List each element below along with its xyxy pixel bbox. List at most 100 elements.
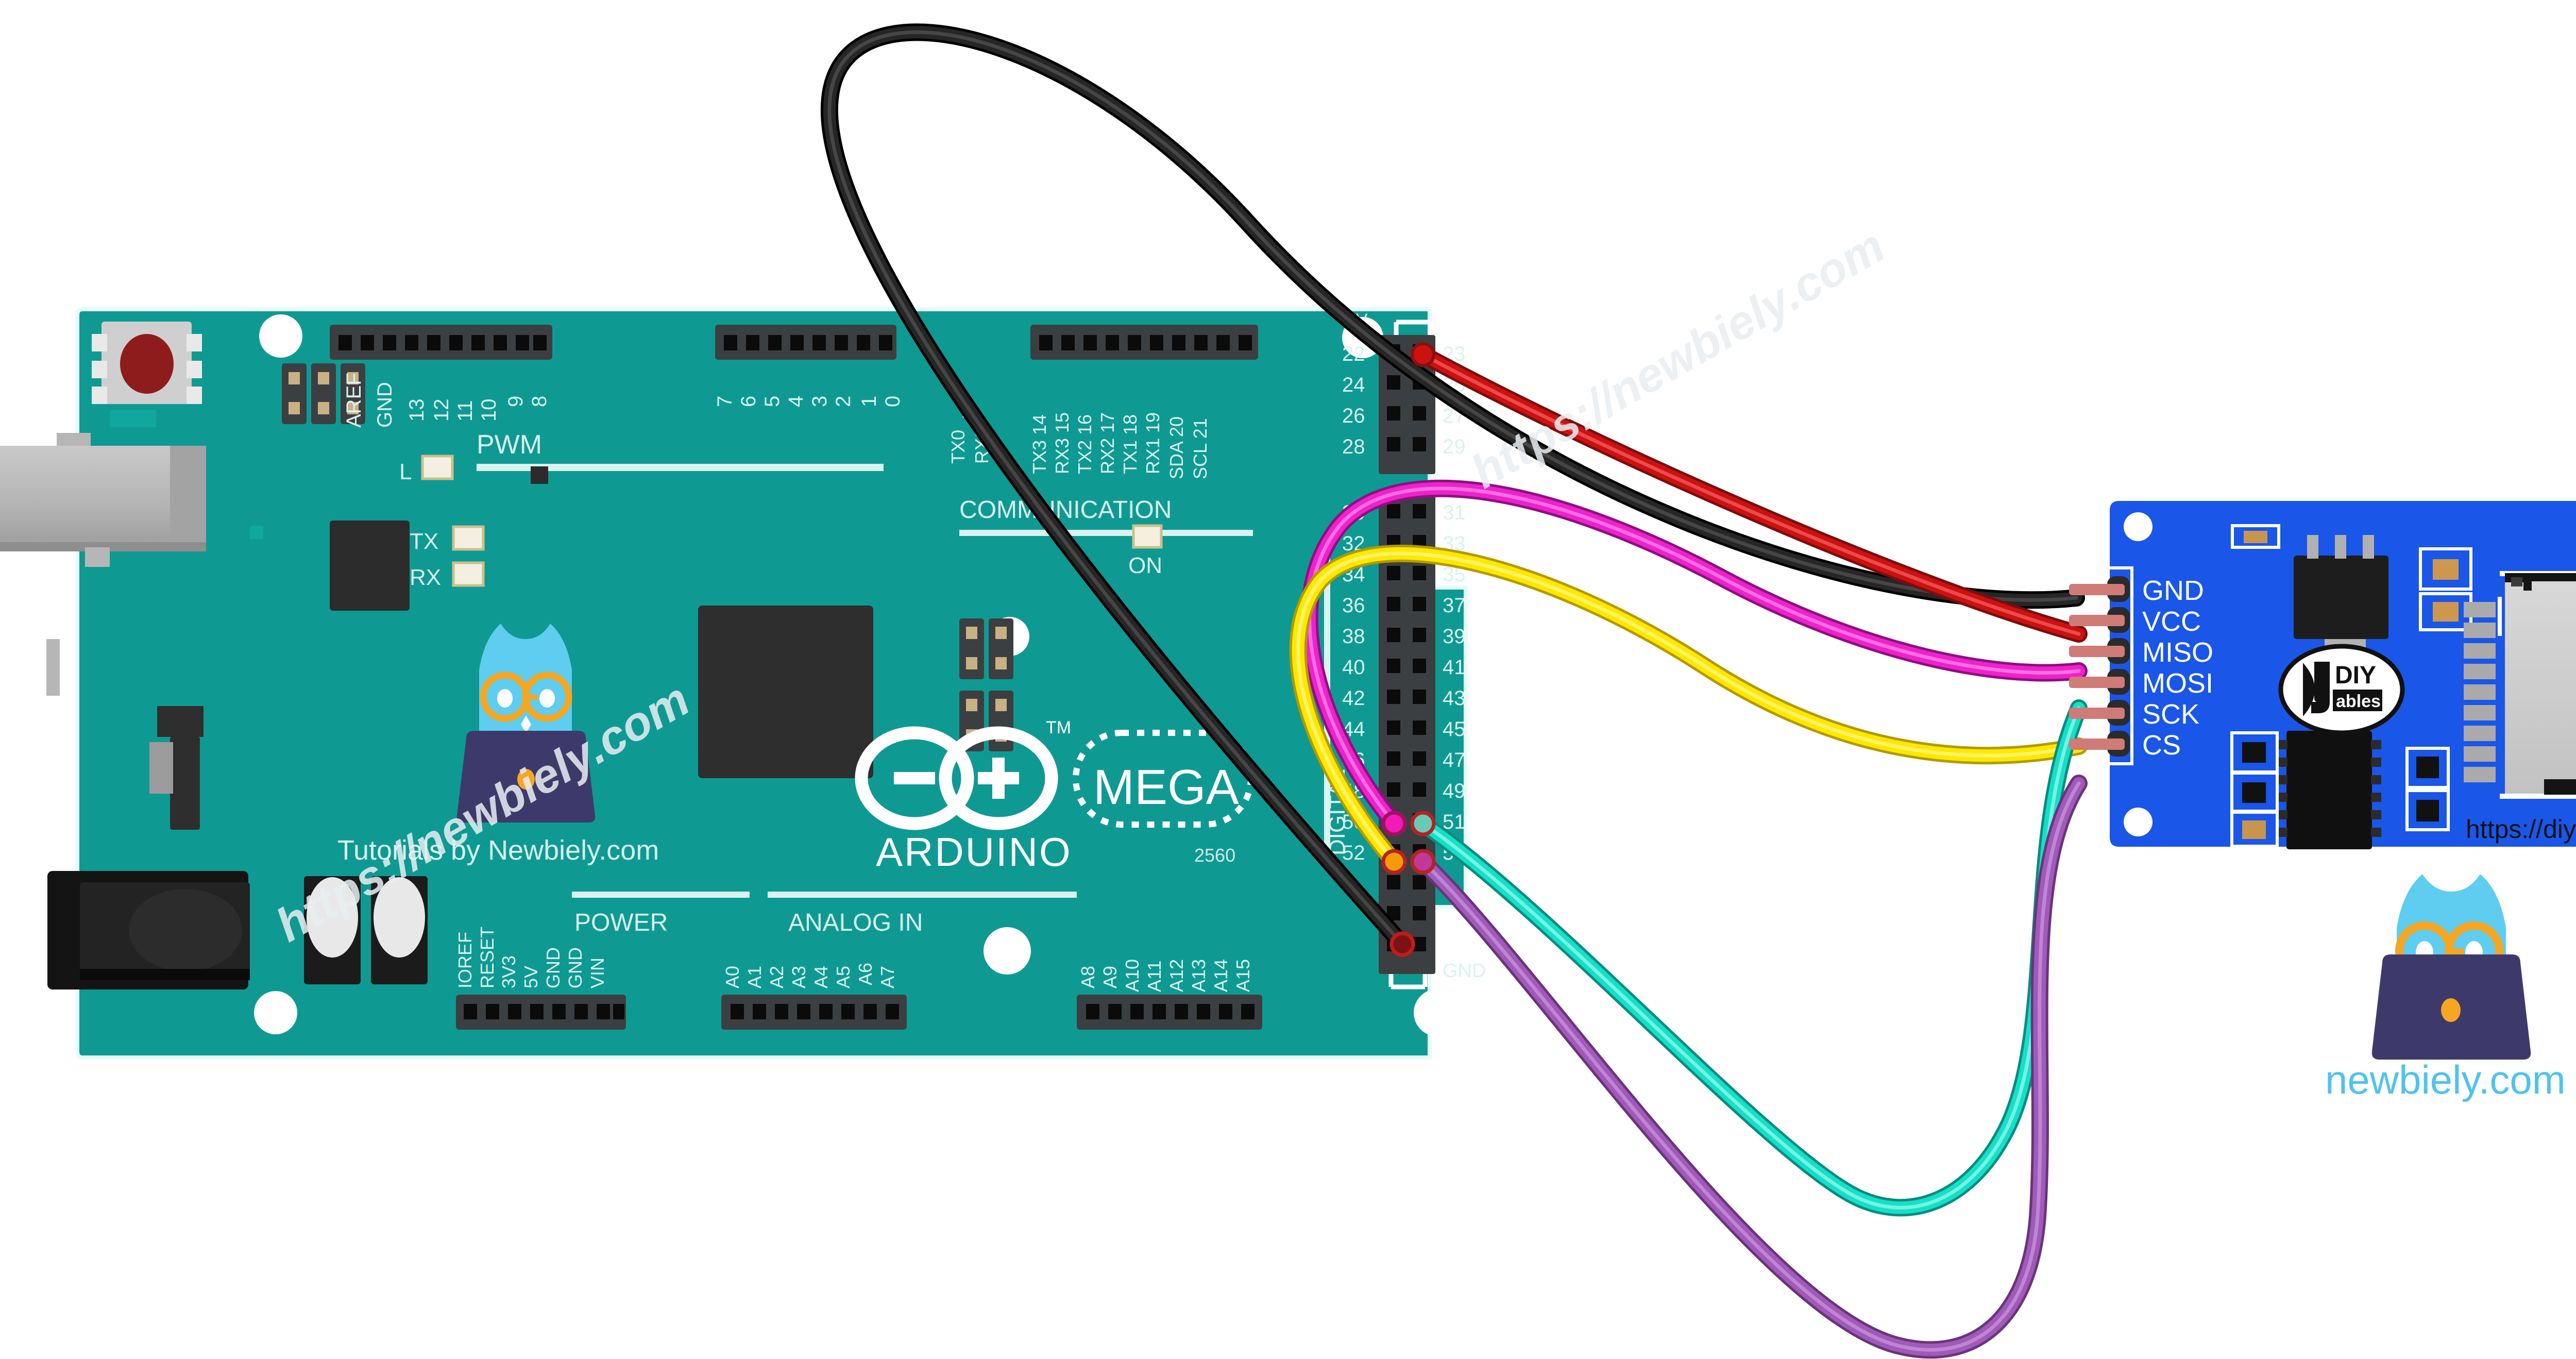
arduino-trademark: TM xyxy=(1046,718,1071,737)
board-owl-logo xyxy=(456,624,596,823)
pin-label-5: 5 xyxy=(761,396,784,407)
icsp-header-1[interactable] xyxy=(282,363,365,424)
miso-wire-highlight xyxy=(1308,486,2081,826)
analog-label-a15: A15 xyxy=(1232,959,1253,992)
led-label-TX: TX xyxy=(410,529,438,554)
top-header-7-0[interactable] xyxy=(715,325,896,360)
digital-label-52: 52 xyxy=(1342,842,1365,864)
analog-header-a-labels: A0 A1 A2 A3 A4 A5 A6 A7 xyxy=(722,963,898,988)
power-label-reset: RESET xyxy=(477,927,498,988)
led-ON xyxy=(1132,524,1163,549)
digital-label-22: 22 xyxy=(1342,343,1365,365)
led-label-ON: ON xyxy=(1128,553,1162,578)
dc-power-jack[interactable] xyxy=(47,871,250,989)
digital-header-22-53[interactable] xyxy=(1379,335,1435,974)
vcc-wire-highlight xyxy=(1421,353,2081,636)
digital-label-31: 31 xyxy=(1443,501,1466,524)
sd-pin-label-sck: SCK xyxy=(2142,699,2199,730)
cs-wire-highlight xyxy=(1421,781,2081,1352)
led-L xyxy=(421,455,454,480)
arduino-wire-endpoints xyxy=(1381,342,1436,957)
microsd-socket-contacts xyxy=(2464,602,2496,782)
pin-label-tx1-18: TX1 18 xyxy=(1120,414,1141,474)
pin-label-7: 7 xyxy=(714,396,736,407)
microsd-socket[interactable] xyxy=(2464,571,2576,799)
pin-label-sda-20: SDA 20 xyxy=(1166,416,1187,479)
mounting-hole xyxy=(984,927,1031,975)
pin-label-6: 6 xyxy=(737,396,760,407)
digital-label-38: 38 xyxy=(1342,625,1365,648)
power-label-gnd-1: GND xyxy=(543,947,564,988)
analog-label-a9: A9 xyxy=(1099,966,1121,988)
sd-pin-label-cs: CS xyxy=(2142,730,2181,761)
analog-section-underline xyxy=(768,892,1077,898)
mounting-hole xyxy=(259,314,302,358)
analog-label-a2: A2 xyxy=(766,966,787,988)
analog-label-a6: A6 xyxy=(855,963,876,985)
arduino-logo: TM ARDUINO xyxy=(855,718,1072,875)
sd-pin-label-vcc: VCC xyxy=(2142,606,2201,637)
usb-b-connector[interactable] xyxy=(0,433,206,696)
pin-label-3: 3 xyxy=(808,396,831,407)
arduino-wordmark: ARDUINO xyxy=(876,829,1072,875)
digital-label-40: 40 xyxy=(1342,656,1365,679)
digital-label-41: 41 xyxy=(1443,656,1466,679)
atmega2560-mcu xyxy=(698,606,873,778)
sd-mounting-hole xyxy=(2124,512,2153,541)
analog-label-a8: A8 xyxy=(1077,966,1098,988)
digital-label-37: 37 xyxy=(1443,594,1466,617)
power-label-vin: VIN xyxy=(587,958,608,988)
pin-label-12: 12 xyxy=(430,399,453,422)
pwm-underline xyxy=(477,464,884,471)
board-credit-text: Tutorials by Newbiely.com xyxy=(337,835,659,866)
pin-label-0: 0 xyxy=(882,396,904,407)
analog-section-label: ANALOG IN xyxy=(788,909,923,936)
sd-pin-label-mosi: MOSI xyxy=(2142,668,2213,699)
communication-label: COMMUNICATION xyxy=(959,496,1172,524)
top-header-aref-8[interactable] xyxy=(330,325,552,360)
mega-label: MEGA xyxy=(1093,760,1239,815)
pin-label-11: 11 xyxy=(454,400,477,422)
reset-button[interactable] xyxy=(92,322,202,427)
pin-label-gnd: GND xyxy=(374,382,396,428)
analog-label-a7: A7 xyxy=(877,966,898,988)
arduino-mega-board: AREF GND 13 12 11 10 9 8 7 6 5 4 3 2 1 0… xyxy=(0,307,1486,1060)
power-label-ioref: IOREF xyxy=(454,932,476,988)
smd-resistor xyxy=(531,466,548,484)
pin-label-13: 13 xyxy=(405,399,428,422)
digital-label-43: 43 xyxy=(1443,687,1466,710)
top-header-communication[interactable] xyxy=(1030,325,1258,360)
power-label-5v: 5V xyxy=(520,966,541,988)
led-label-L: L xyxy=(399,459,412,484)
diyables-logo-bottom: ables xyxy=(2336,692,2381,711)
digital-bottom-bracket xyxy=(1388,974,1428,989)
sd-header-outline xyxy=(2104,566,2133,765)
micro-sd-card-module: GND VCC MISO MOSI SCK CS xyxy=(2069,501,2576,849)
digital-label-47: 47 xyxy=(1443,749,1466,771)
digital-top-bracket xyxy=(1394,320,1433,335)
analog-header-a8-a15[interactable] xyxy=(1077,995,1262,1030)
analog-label-a11: A11 xyxy=(1144,961,1165,992)
digital-label-39: 39 xyxy=(1443,625,1466,648)
diyables-logo-top: DIY xyxy=(2335,662,2376,689)
pin-label-4: 4 xyxy=(785,396,807,407)
analog-header-a0-a7[interactable] xyxy=(721,995,907,1030)
pin-label-aref: AREF xyxy=(343,373,365,428)
sd-pin-label-miso: MISO xyxy=(2142,637,2213,668)
pin-label-tx3-14: TX3 14 xyxy=(1029,414,1050,474)
digital-label-36: 36 xyxy=(1342,594,1365,617)
analog-label-a13: A13 xyxy=(1188,959,1209,992)
analog-label-a5: A5 xyxy=(833,966,854,988)
led-group: L TX RX ON xyxy=(399,455,1163,590)
pwm-label: PWM xyxy=(477,430,542,460)
power-header[interactable] xyxy=(456,995,626,1030)
power-header-labels: IOREF RESET 3V3 5V GND GND VIN xyxy=(454,927,608,988)
mega-model-number: 2560 xyxy=(1194,845,1235,866)
sd-pin-label-gnd: GND xyxy=(2142,575,2204,606)
wire-bundle xyxy=(820,23,2088,1359)
voltage-regulator xyxy=(170,737,200,830)
power-label-gnd-2: GND xyxy=(565,947,586,988)
newbiely-logo-text: newbiely.com xyxy=(2325,1057,2566,1102)
pin-label-1: 1 xyxy=(858,396,880,407)
